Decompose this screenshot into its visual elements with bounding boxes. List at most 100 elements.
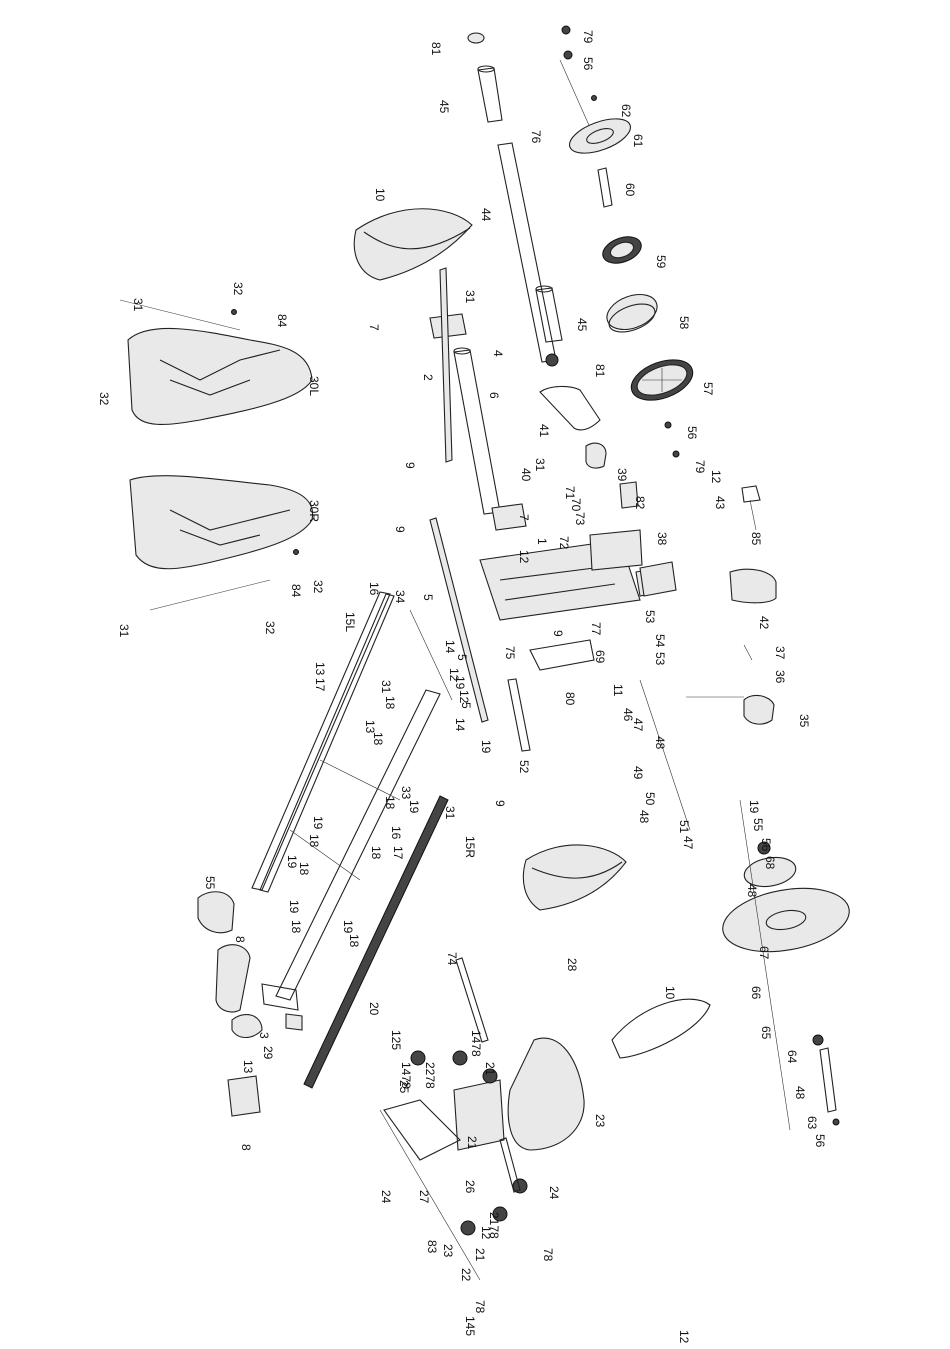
- callout-31: 31: [533, 458, 547, 472]
- callout-2: 2: [421, 374, 435, 381]
- callout-32: 32: [231, 282, 245, 296]
- callout-39: 39: [615, 468, 629, 482]
- callout-19: 19: [407, 800, 421, 814]
- callout-48: 48: [745, 884, 759, 898]
- callout-84: 84: [275, 314, 289, 328]
- callout-51: 51: [677, 820, 691, 834]
- callout-10: 10: [373, 188, 387, 202]
- callout-61: 61: [631, 134, 645, 148]
- callout-59: 59: [654, 255, 668, 269]
- callout-12: 12: [479, 1226, 493, 1240]
- callout-32: 32: [97, 392, 111, 406]
- callout-19: 19: [287, 900, 301, 914]
- callout-45: 45: [437, 100, 451, 114]
- callout-37: 37: [773, 646, 787, 660]
- callout-18: 18: [289, 920, 303, 934]
- callout-78: 78: [541, 1248, 555, 1262]
- callout-43: 43: [713, 496, 727, 510]
- callout-8: 8: [239, 1144, 253, 1151]
- callout-76: 76: [529, 130, 543, 144]
- callout-18: 18: [383, 696, 397, 710]
- callout-19: 19: [285, 855, 299, 869]
- callout-18: 18: [307, 834, 321, 848]
- callout-145: 145: [463, 1316, 477, 1336]
- callout-47: 47: [631, 718, 645, 732]
- callout-12: 12: [677, 1330, 691, 1344]
- callout-10: 10: [663, 986, 677, 1000]
- callout-17: 17: [313, 678, 327, 692]
- callout-17: 17: [391, 846, 405, 860]
- callout-31: 31: [117, 624, 131, 638]
- callout-15R: 15R: [463, 836, 477, 858]
- callout-31: 31: [443, 806, 457, 820]
- callout-81: 81: [429, 42, 443, 56]
- callout-125: 125: [389, 1030, 403, 1050]
- callout-24: 24: [547, 1186, 561, 1200]
- seat-and-rollers: [383, 957, 585, 1236]
- callout-8: 8: [233, 936, 247, 943]
- callout-60: 60: [623, 183, 637, 197]
- callout-63: 63: [805, 1116, 819, 1130]
- callout-70: 70: [569, 498, 583, 512]
- callout-1478: 1478: [399, 1062, 413, 1089]
- side-cover-30L: [119, 299, 313, 425]
- callout-67: 67: [757, 946, 771, 960]
- callout-44: 44: [479, 208, 493, 222]
- callout-27: 27: [417, 1190, 431, 1204]
- callout-21: 21: [483, 1062, 497, 1076]
- side-cover-30R: [129, 475, 314, 611]
- callout-5: 5: [459, 702, 473, 709]
- callout-11: 11: [611, 684, 625, 697]
- callout-52: 52: [517, 760, 531, 774]
- callout-2178: 2178: [487, 1212, 501, 1239]
- callout-56: 56: [813, 1134, 827, 1148]
- callout-9: 9: [551, 630, 565, 637]
- callout-41: 41: [537, 424, 551, 438]
- callout-56: 56: [685, 426, 699, 440]
- callout-13: 13: [313, 662, 327, 676]
- callout-30R: 30R: [307, 500, 321, 522]
- callout-36: 36: [773, 670, 787, 684]
- hardware-leaders: [289, 609, 791, 1281]
- callout-58: 58: [677, 316, 691, 330]
- callout-13: 13: [363, 720, 377, 734]
- callout-30L: 30L: [307, 376, 321, 396]
- callout-42: 42: [757, 616, 771, 630]
- callout-49: 49: [631, 766, 645, 780]
- callout-18: 18: [297, 862, 311, 876]
- callout-23: 23: [593, 1114, 607, 1128]
- callout-12: 12: [457, 690, 471, 704]
- callout-80: 80: [563, 692, 577, 706]
- callout-78: 78: [473, 1300, 487, 1314]
- callout-82: 82: [633, 496, 647, 510]
- callout-53: 53: [653, 652, 667, 666]
- callout-15L: 15L: [343, 612, 357, 632]
- callout-14: 14: [453, 718, 467, 732]
- callout-83: 83: [425, 1240, 439, 1254]
- callout-9: 9: [403, 462, 417, 469]
- callout-50: 50: [643, 792, 657, 806]
- callout-25: 25: [397, 1080, 411, 1094]
- callout-26: 26: [463, 1180, 477, 1194]
- callout-48: 48: [793, 1086, 807, 1100]
- console-and-knob: [639, 561, 777, 725]
- callout-46: 46: [621, 708, 635, 722]
- callout-9: 9: [493, 800, 507, 807]
- callout-12: 12: [709, 470, 723, 484]
- callout-74: 74: [445, 952, 459, 966]
- callout-35: 35: [797, 714, 811, 728]
- callout-31: 31: [379, 680, 393, 694]
- callout-32: 32: [263, 621, 277, 635]
- callout-31: 31: [463, 290, 477, 304]
- callout-28: 28: [565, 958, 579, 972]
- callout-16: 16: [367, 582, 381, 596]
- callout-1: 1: [535, 538, 549, 545]
- callout-4: 4: [491, 350, 505, 357]
- callout-56: 56: [759, 838, 773, 852]
- callout-62: 62: [619, 104, 633, 118]
- callout-18: 18: [369, 846, 383, 860]
- callout-24: 24: [379, 1190, 393, 1204]
- callout-73: 73: [573, 512, 587, 526]
